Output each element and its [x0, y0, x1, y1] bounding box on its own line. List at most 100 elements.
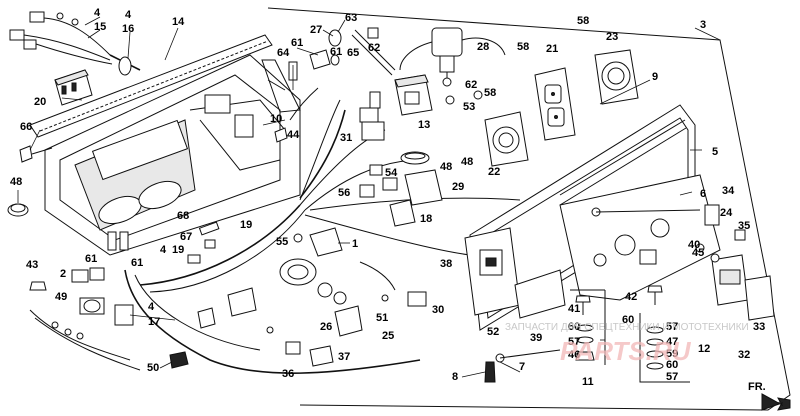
- callout-29: 29: [452, 181, 464, 193]
- callout-60-c: 60: [666, 359, 678, 371]
- callout-59: 59: [666, 348, 678, 360]
- callout-67: 67: [180, 231, 192, 243]
- callout-18: 18: [420, 213, 432, 225]
- callout-47: 47: [666, 336, 678, 348]
- callout-19-b: 19: [172, 244, 184, 256]
- callout-25: 25: [382, 330, 394, 342]
- callout-58-c: 58: [484, 87, 496, 99]
- small-nuts-53-58: [442, 77, 483, 105]
- callout-19-a: 19: [240, 219, 252, 231]
- center-small-parts: [359, 151, 443, 227]
- callout-64: 64: [277, 47, 290, 59]
- callout-62-a: 62: [368, 42, 380, 54]
- callout-39: 39: [530, 332, 542, 344]
- callout-35: 35: [738, 220, 750, 232]
- front-direction-label: FR.: [748, 381, 766, 393]
- callout-8: 8: [452, 371, 458, 383]
- callout-60-a: 60: [568, 321, 580, 333]
- control-panel-6: [559, 174, 721, 301]
- callout-2: 2: [60, 268, 66, 280]
- switch-box-13: [394, 74, 433, 116]
- callout-54: 54: [385, 167, 398, 179]
- callout-3: 3: [700, 19, 706, 31]
- callout-13: 13: [418, 119, 430, 131]
- callout-28: 28: [477, 41, 489, 53]
- small-clips-68-67-19: [107, 221, 220, 264]
- callout-46: 46: [568, 349, 580, 361]
- panel-bracket-38: [464, 227, 566, 319]
- control-box-housing: [44, 54, 301, 256]
- outlet-22: [484, 111, 529, 167]
- watermark-brand: PARTS.RU: [560, 336, 692, 366]
- callout-57-a: 57: [568, 336, 580, 348]
- solenoid-28: [399, 27, 506, 80]
- callout-11: 11: [582, 376, 594, 388]
- callout-10: 10: [270, 113, 282, 125]
- switch-knobs-24-35: [695, 204, 746, 263]
- callout-48-b: 48: [440, 161, 452, 173]
- callout-4-c: 4: [160, 244, 167, 256]
- callout-23: 23: [606, 31, 618, 43]
- callout-57-c: 57: [666, 371, 678, 383]
- clamp-band-48-left: [7, 203, 29, 217]
- watermark-text: ЗАПЧАСТИ ДЛЯ СПЕЦТЕХНИКИ И МОТОТЕХНИКИ: [505, 322, 749, 333]
- small-screw-44: [274, 127, 288, 143]
- callout-26: 26: [320, 321, 332, 333]
- callout-15: 15: [94, 21, 106, 33]
- watermark: ЗАПЧАСТИ ДЛЯ СПЕЦТЕХНИКИ И МОТОТЕХНИКИ P…: [505, 322, 749, 366]
- callout-32: 32: [738, 349, 750, 361]
- callout-27: 27: [310, 24, 322, 36]
- callout-56: 56: [338, 187, 350, 199]
- callout-68: 68: [177, 210, 189, 222]
- callout-9: 9: [652, 71, 658, 83]
- callout-44: 44: [287, 129, 300, 141]
- callout-61-b: 61: [330, 46, 342, 58]
- callout-52: 52: [487, 326, 499, 338]
- callout-5: 5: [712, 146, 718, 158]
- callout-4-d: 4: [148, 301, 155, 313]
- callout-51: 51: [376, 312, 388, 324]
- upper-left-connectors: [9, 11, 141, 76]
- callout-20: 20: [34, 96, 46, 108]
- callout-1: 1: [352, 238, 358, 250]
- callout-66: 66: [20, 121, 32, 133]
- callout-45: 45: [692, 247, 704, 259]
- bolt-66: [19, 145, 53, 163]
- callout-62-b: 62: [465, 79, 477, 91]
- callout-49: 49: [55, 291, 67, 303]
- callout-42: 42: [625, 291, 637, 303]
- callout-34: 34: [722, 185, 735, 197]
- fastener-stack-left: [570, 289, 606, 365]
- callout-58-a: 58: [517, 41, 529, 53]
- callout-57-b: 57: [666, 321, 678, 333]
- switch-assembly-31: [359, 91, 385, 141]
- callout-38: 38: [440, 258, 452, 270]
- center-harness-bundle: [139, 99, 521, 293]
- callout-4-b: 4: [125, 9, 132, 21]
- hour-meter-32: [711, 254, 749, 306]
- relay-box: [54, 69, 93, 106]
- callout-43: 43: [26, 259, 38, 271]
- callout-63: 63: [345, 12, 357, 24]
- callout-61-a: 61: [291, 37, 303, 49]
- callout-12: 12: [698, 343, 710, 355]
- callout-4-a: 4: [94, 7, 101, 19]
- lower-left-harness: [29, 267, 421, 374]
- callout-7: 7: [519, 361, 525, 373]
- main-enclosure-outline: [267, 7, 791, 411]
- callout-30: 30: [432, 304, 444, 316]
- callout-31: 31: [340, 132, 352, 144]
- callout-17: 17: [148, 316, 160, 328]
- callout-6: 6: [700, 188, 706, 200]
- front-direction-indicator: FR.: [748, 381, 791, 411]
- callout-24: 24: [720, 207, 733, 219]
- callout-55: 55: [276, 236, 288, 248]
- callout-22: 22: [488, 166, 500, 178]
- callout-37: 37: [338, 351, 350, 363]
- callout-53: 53: [463, 101, 475, 113]
- callout-50: 50: [147, 362, 159, 374]
- callout-48-a: 48: [10, 176, 22, 188]
- callout-36: 36: [282, 368, 294, 380]
- callout-41: 41: [568, 303, 580, 315]
